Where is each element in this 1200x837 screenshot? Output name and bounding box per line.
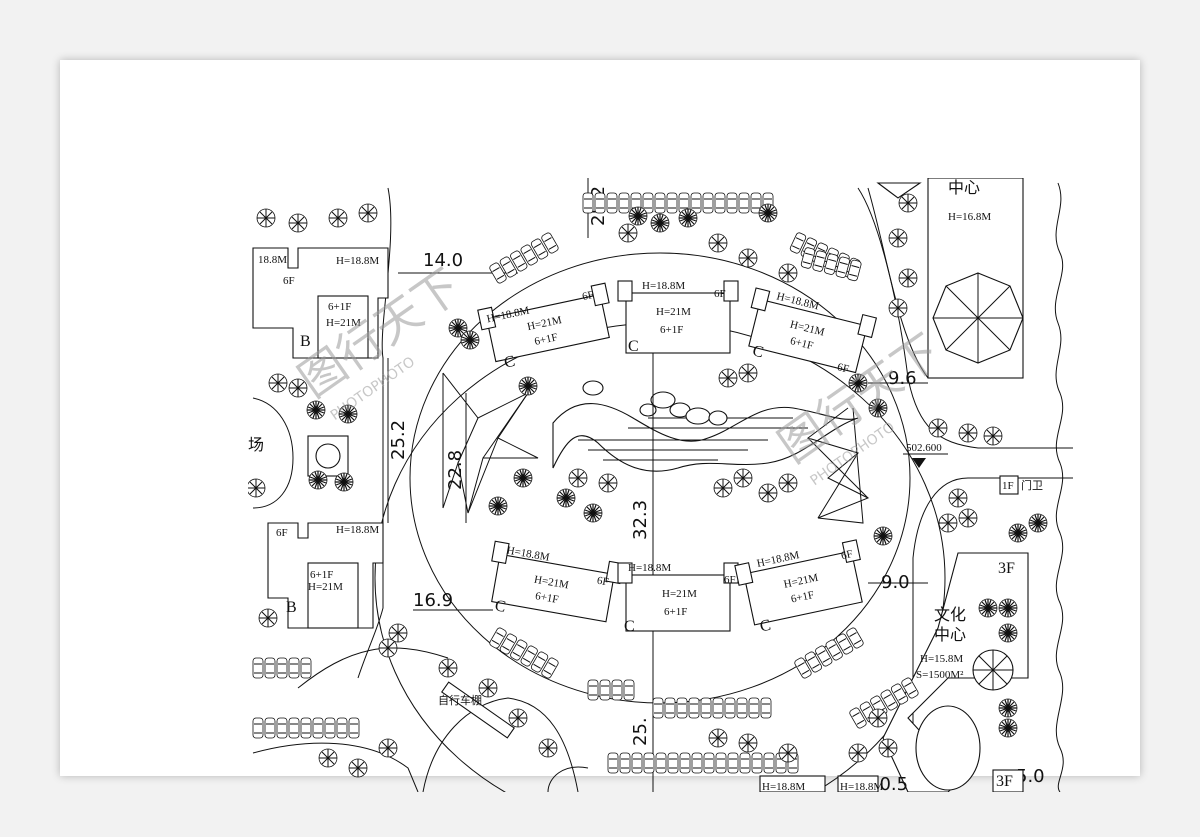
image-frame: 中心 H=16.8M 3F 文化 中心 H=15.8M S=1500M² 1F … (60, 60, 1140, 792)
gate-floor: 1F (1002, 480, 1014, 492)
culture-floors: 3F (998, 560, 1015, 577)
dim-25-2: 25.2 (388, 420, 409, 460)
culture-center-oval (915, 705, 981, 791)
culture-area: S=1500M² (916, 669, 964, 681)
building-2: H=18.8M H=21M 6+1F C 6F (617, 280, 739, 355)
lb1-h2: H=21M (326, 317, 361, 329)
gate-house (999, 475, 1019, 495)
b3-type: C (751, 342, 765, 361)
building-4: H=18.8M H=21M 6+1F 6F C (491, 540, 624, 623)
bike-shed-label: 自行车棚 (438, 693, 482, 707)
pavilion (932, 272, 1024, 364)
center-height: H=16.8M (948, 211, 991, 223)
lb1-6f: 6F (283, 275, 295, 287)
b4-type: C (494, 597, 507, 616)
lb1-partial: 18.8M (258, 254, 287, 266)
bottom-h2: H=18.8M (840, 781, 883, 792)
b4-6f: 6F (596, 575, 610, 589)
b1-6f: 6F (581, 289, 595, 303)
left-building-top: 18.8M H=18.8M 6F 6+1F H=21M B (252, 247, 389, 359)
building-1: H=18.8M H=21M 6+1F 6F C (477, 282, 610, 372)
lb1-h1: H=18.8M (336, 255, 379, 267)
lb2-h2: H=21M (308, 581, 343, 593)
lb2-h1: H=18.8M (336, 524, 379, 536)
lb2-floors: 6+1F (310, 569, 333, 581)
bike-shed (441, 681, 515, 739)
site-plan-drawing: 中心 H=16.8M 3F 文化 中心 H=15.8M S=1500M² 1F … (248, 178, 1073, 792)
building-6: H=18.8M H=21M 6+1F 6F C (734, 539, 863, 636)
dim-14: 14.0 (423, 250, 463, 271)
b1-type: C (503, 353, 517, 372)
plaza-char: 场 (248, 436, 264, 454)
dim-16-9: 16.9 (413, 590, 453, 611)
b5-floors: 6+1F (664, 606, 687, 618)
dim-22-8: 22.8 (445, 450, 466, 490)
b6-floors: 6+1F (790, 589, 815, 606)
b2-type: C (628, 338, 639, 355)
b2-h2: H=21M (656, 306, 691, 318)
lb1-floors: 6+1F (328, 301, 351, 313)
culture-name-2: 中心 (934, 626, 966, 644)
dim-9-0: 9.0 (881, 572, 910, 593)
b5-h2: H=21M (662, 588, 697, 600)
dim-9-6: 9.6 (888, 368, 917, 389)
b6-type: C (758, 617, 772, 636)
b3-6f: 6F (836, 361, 850, 375)
tent-structures-right (806, 407, 870, 524)
b6-6f: 6F (840, 548, 854, 562)
b2-floors: 6+1F (660, 324, 683, 336)
b5-type: C (624, 618, 635, 635)
fence-right (1054, 182, 1064, 792)
building-5: H=18.8M H=21M 6+1F 6F C (617, 562, 739, 635)
lb1-type: B (300, 333, 311, 350)
left-building-bottom: 6F H=18.8M 6+1F H=21M B (267, 522, 384, 629)
dim-32-3: 32.3 (630, 500, 651, 540)
pond (552, 403, 859, 472)
b3-floors: 6+1F (789, 335, 815, 352)
culture-name-1: 文化 (934, 606, 966, 624)
b5-h1: H=18.8M (628, 562, 671, 574)
b2-6f: 6F (714, 288, 726, 300)
dim-25-bottom: 25. (630, 717, 651, 746)
bottom-h1: H=18.8M (762, 781, 805, 792)
elevation-value: 502.600 (906, 442, 942, 454)
rockery (582, 380, 728, 426)
b2-h1: H=18.8M (642, 280, 685, 292)
gate-name: 门卫 (1021, 478, 1043, 492)
bottom-3f: 3F (996, 773, 1013, 790)
elevation-marker (912, 458, 926, 468)
center-name: 中心 (948, 179, 980, 197)
culture-height: H=15.8M (920, 653, 963, 665)
b5-6f: 6F (724, 574, 736, 586)
b4-floors: 6+1F (534, 590, 559, 606)
tent-structures-left (442, 372, 539, 514)
lb2-type: B (286, 599, 297, 616)
b1-floors: 6+1F (533, 331, 558, 348)
lb2-6f-a: 6F (276, 527, 288, 539)
